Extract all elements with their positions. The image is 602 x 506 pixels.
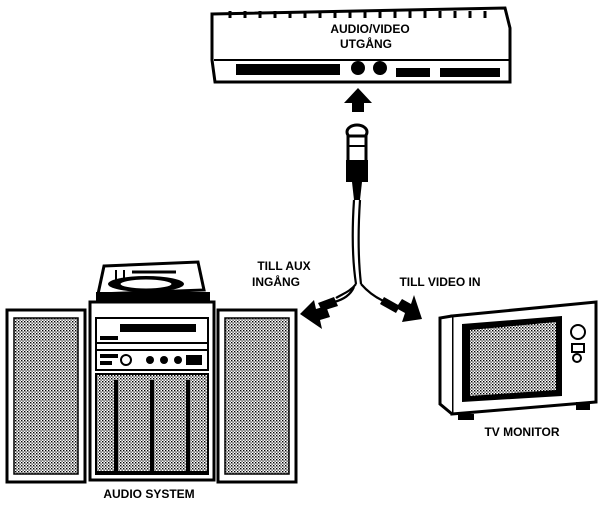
- av-output-socket: [373, 61, 387, 75]
- tv-screen: [470, 322, 556, 396]
- cassette-deck: [95, 317, 209, 351]
- arrow-up-icon: [344, 88, 372, 112]
- audio-system: [5, 260, 298, 484]
- turntable: [96, 260, 210, 302]
- aux-label-line1: TILL AUX: [257, 259, 310, 273]
- left-speaker: [5, 308, 87, 484]
- av-output-socket: [351, 61, 365, 75]
- tv-monitor-label: TV MONITOR: [484, 425, 559, 439]
- tv-monitor: [438, 300, 598, 420]
- arrow-left-icon: [300, 300, 330, 329]
- aux-label-line2: INGÅNG: [252, 274, 300, 289]
- din-plug-connector: [345, 123, 369, 200]
- rca-plugs: [318, 297, 400, 313]
- tv-knob: [570, 324, 586, 340]
- right-speaker: [216, 308, 298, 484]
- serial-port: [396, 68, 430, 77]
- cable: [333, 199, 387, 304]
- user-port: [440, 68, 500, 77]
- arrow-right-icon: [396, 295, 422, 322]
- audio-system-label: AUDIO SYSTEM: [103, 487, 194, 501]
- computer-output-label-line1: AUDIO/VIDEO: [330, 22, 409, 36]
- computer-output-label-line2: UTGÅNG: [340, 36, 392, 51]
- expansion-port: [236, 64, 340, 75]
- video-in-label: TILL VIDEO IN: [399, 275, 480, 289]
- computer-unit: AUDIO/VIDEO UTGÅNG: [210, 6, 512, 84]
